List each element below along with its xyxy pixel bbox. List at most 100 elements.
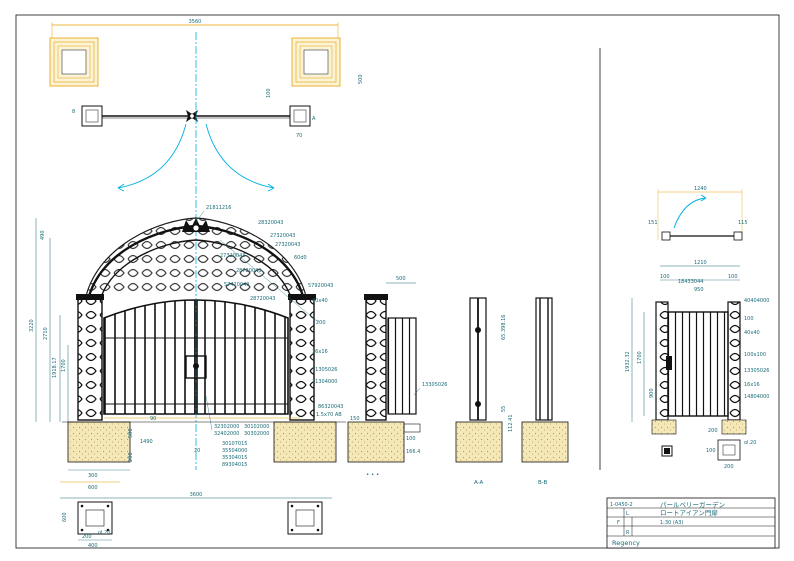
elev-mid-90: 90 [150,416,156,422]
title-block: 1-0450-2 パールベリーガーデン ロートアイアン門扉 L F R 1:30… [606,497,776,549]
aa-dim-12: 112.41 [508,415,514,433]
side-view: 500 13305026 100 166.4 • • • [347,276,447,478]
tb-brand: Regency [612,539,640,547]
plan-hinge-ornament [186,110,198,122]
bb-label: B-B [538,480,548,486]
callout-b-3: 30302000 [244,431,269,437]
callout-b-1: 32402000 [214,431,239,437]
callout-i-3: 28720043 [250,296,275,302]
tb-scale: 1:30 (A3) [660,520,683,526]
foot-dim-600: 600 [62,512,68,522]
side-dots-label: • • • [366,472,379,478]
plan-base-dim: 70 [296,133,302,139]
ped-width-top: 1240 [694,186,707,192]
elev-footer-150: 150 [350,416,360,422]
footing-left [67,421,131,463]
elev-height-1918: 1918.17 [52,357,58,378]
ped-dim-20: ol.20 [744,440,756,446]
callout-b-4: 30107015 [222,441,247,447]
callout-i-1: 28720043 [236,268,261,274]
side-dim-1664: 166.4 [406,449,420,455]
callout-b-5: 35504000 [222,448,247,454]
sheet-border [15,14,780,549]
section-aa: 65.398.16 55 112.41 A-A [455,297,514,486]
elev-post-300: 300 [88,473,98,479]
ped-code-top: 18433044 [678,279,703,285]
callout-r-6: 200 [316,320,326,326]
ped-callout-0: 40404000 [744,298,769,304]
elev-callouts-right: 28320043 27320043 27320043 60d0 57920043… [219,220,343,418]
callout-b-7: 89304015 [222,462,247,468]
ped-width-1210: 1210 [694,260,707,266]
plan-post-size: 500 [358,74,364,84]
callout-r-4: 57920043 [308,283,333,289]
callout-b-0: 32302000 [214,424,239,430]
leaf-left [103,299,196,415]
ped-height-1700: 1700 [637,351,643,364]
elev-base-600: 600 [88,485,98,491]
tb-project-code: 1-0450-2 [610,502,633,508]
callout-r-5: 40x40 [312,298,328,304]
footing-plan: 600 200 ol.20 400 [62,501,323,549]
ped-dim-100b: 100 [728,274,738,280]
ped-dim-900: 900 [649,388,655,398]
foot-dim-200: 200 [82,534,92,540]
ped-foot-200: 200 [724,464,734,470]
plan-col-a-label: 8 [72,109,75,115]
side-width-500: 500 [396,276,406,282]
callout-b-2: 30102000 [244,424,269,430]
elev-base-200: 200 [128,452,134,462]
plan-post-h: 100 [266,88,272,98]
ped-callout-1: 100 [744,316,754,322]
callout-r-10: 86320043 [318,404,343,410]
elev-crown: 490 [40,230,46,240]
crest-ornament [182,218,210,232]
elev-height-2710: 2710 [43,327,49,340]
callout-r-1: 27320043 [270,233,295,239]
leaf-right [196,299,289,415]
ped-dim-200: 200 [708,428,718,434]
tb-project-name: パールベリーガーデン [660,500,725,509]
elev-callouts-inner: 27320043 28720043 57420043 28720043 [220,253,275,302]
elev-callouts-bottom: 32302000 32402000 30102000 30302000 3010… [205,395,269,468]
aa-dim-55: 55 [501,406,507,412]
pedestrian-gate: 1240 151 115 1210 100 18433044 950 100 1… [625,186,769,470]
side-dim-100: 100 [406,436,416,442]
ped-swing-arc [673,197,707,229]
tb-drawing-name: ロートアイアン門扉 [660,508,718,517]
elev-height-total: 3220 [29,319,35,332]
post-right [289,297,315,421]
tb-col-r: R [626,530,630,536]
plan-pier-right [291,37,341,87]
elev-overall-3600: 3600 [190,492,203,498]
elev-base-500: 500 [128,428,134,438]
foot-dim-20: ol.20 [98,530,110,536]
ped-callouts: 40404000 100 40x40 100x100 13305026 16x1… [744,298,769,400]
callout-r-2: 27320043 [275,242,300,248]
swing-arc-right [205,123,275,189]
callout-r-9: 11304000 [312,379,337,385]
aa-dim-v: 65.398.16 [501,315,507,340]
elev-span-1490: 1490 [140,439,153,445]
crest-code: 21811216 [206,205,231,211]
ped-callout-3: 100x100 [744,352,766,358]
callout-r-7: 16x16 [312,349,328,355]
ped-callout-6: 14804000 [744,394,769,400]
aa-label: A-A [474,480,484,486]
ped-dim-151: 151 [648,220,658,226]
plan-pier-left [49,37,99,87]
ped-height-1932: 1932.32 [625,351,631,372]
callout-i-2: 57420043 [224,282,249,288]
ped-callout-4: 13305026 [744,368,769,374]
main-gate-elevation: 3220 490 2710 1918.17 1700 21811216 [29,205,360,499]
tb-col-l: L [626,511,629,517]
side-code: 13305026 [422,382,447,388]
plan-view: 3560 500 100 8 A 70 [49,19,364,470]
plan-col-b-label: A [312,116,316,122]
callout-b-6: 35304015 [222,455,247,461]
ped-foot-100: 100 [706,448,716,454]
foot-dim-400: 400 [88,543,98,549]
callout-r-3: 60d0 [294,255,307,261]
elev-hang-label: 1.5x70 AB [316,412,342,418]
